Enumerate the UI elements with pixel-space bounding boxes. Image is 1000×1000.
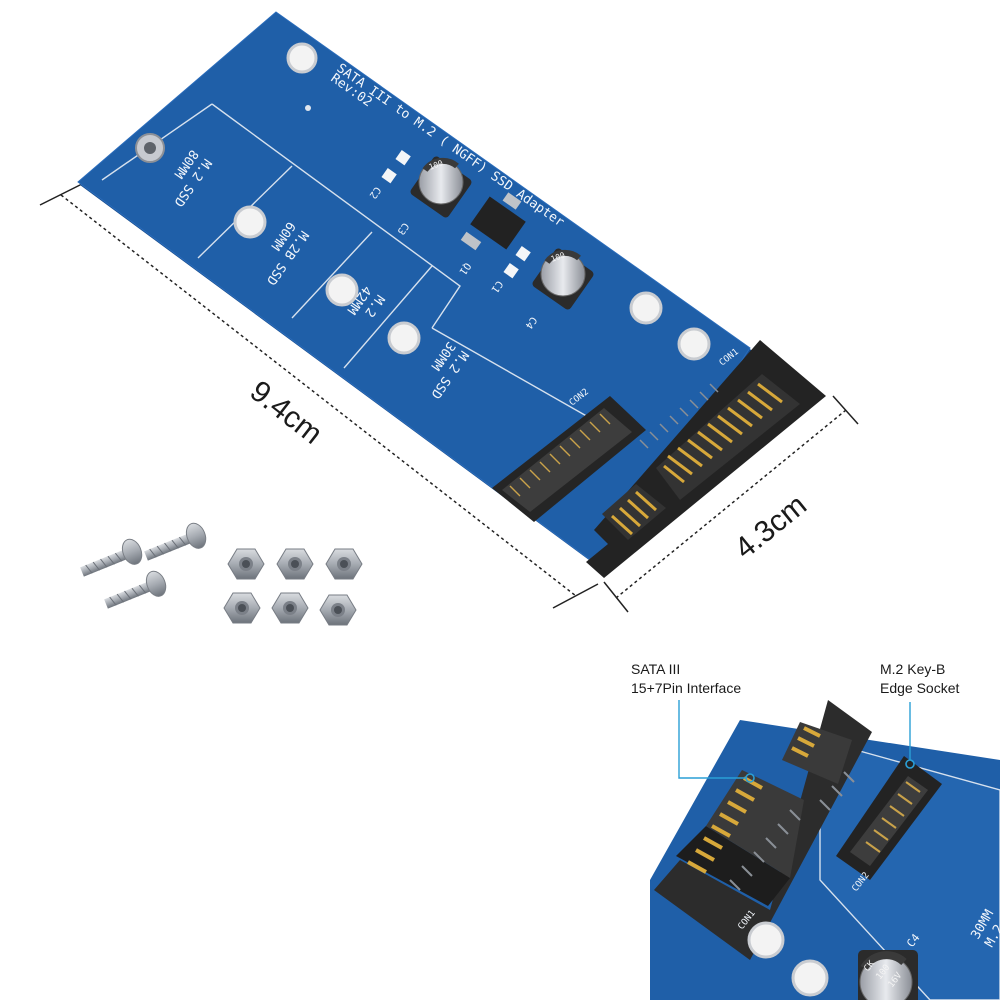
hex-nut [325, 548, 363, 580]
detail-capacitor: CK 100 16V [858, 950, 918, 1000]
callout-dot-sata [745, 773, 755, 783]
capacitor-c4: 100 [532, 248, 594, 310]
smd-capacitors [381, 150, 531, 279]
capacitor-c3: 100 [410, 156, 472, 218]
sata-connector [586, 340, 826, 578]
hex-nut [227, 548, 265, 580]
nuts [223, 548, 363, 626]
width-label: 4.3cm [729, 488, 813, 565]
hex-nut [319, 594, 357, 626]
m2-socket [492, 396, 646, 522]
hex-nut [271, 592, 309, 624]
detail-m2-socket [836, 756, 942, 880]
screws [80, 522, 207, 609]
detail-sata-connector [654, 700, 872, 960]
voltage-regulator [460, 192, 526, 251]
callout-dot-m2 [905, 759, 915, 769]
screw [144, 522, 207, 561]
screw [104, 570, 167, 609]
detail-mounting-hole [791, 959, 829, 997]
length-label: 9.4cm [244, 375, 329, 451]
hex-nut [223, 592, 261, 624]
standoff-screw [135, 133, 165, 163]
detail-closeup: CON2 CON1 CK 100 16V C4 30MM M.2 [650, 700, 1000, 1000]
mounting-holes [233, 42, 711, 361]
hex-nut [276, 548, 314, 580]
callout-lines [678, 700, 911, 779]
callout-m2-socket: M.2 Key-B Edge Socket [880, 661, 960, 696]
detail-mounting-hole [747, 921, 785, 959]
screw [80, 538, 143, 577]
callout-sata-interface: SATA III 15+7Pin Interface [631, 661, 742, 696]
